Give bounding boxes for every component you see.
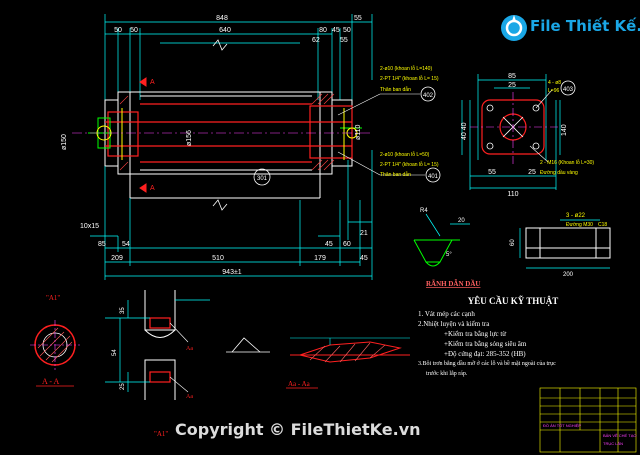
dim-60: 60	[343, 241, 351, 248]
flange-dim-25: 25	[508, 82, 516, 89]
req-line-2: 2.Nhiệt luyện và kiểm tra	[418, 320, 490, 328]
a1-aa-mark1: Aa	[186, 346, 193, 352]
req-line-7: trước khi lắp ráp.	[426, 371, 468, 377]
dim-45-c: 45	[360, 255, 368, 262]
dim-510: 510	[212, 255, 224, 262]
oil-groove-detail	[413, 213, 611, 269]
dim-50-left2: 50	[130, 27, 138, 34]
req-line-1: 1. Vát mép các cạnh	[418, 310, 475, 318]
detail-m30: Đường M30	[566, 222, 593, 228]
dim-80: 80	[319, 27, 327, 34]
flange-callout-L: L=96	[548, 88, 559, 94]
dim-21: 21	[360, 230, 368, 237]
title-block-row1: ĐỒ ÁN TỐT NGHIỆP	[543, 423, 581, 428]
balloon-401: 401	[428, 174, 439, 180]
title-block-row2: BẢN VẼ CHẾ TẠO	[603, 433, 637, 438]
flange-view	[461, 74, 561, 190]
dim-10x15: 10x15	[80, 223, 99, 230]
flange-dim-4040: 40 40	[461, 122, 468, 140]
a1-aa-mark2: Aa	[186, 394, 193, 400]
detail-3phi22: 3 - ø22	[566, 213, 586, 219]
svg-text:A: A	[150, 185, 155, 192]
svg-text:301: 301	[257, 176, 268, 182]
copyright-watermark: Copyright © FileThietKe.vn	[175, 420, 421, 439]
detail-60: 60	[510, 239, 516, 246]
section-aa-aa-label: Aa - Aa	[288, 380, 311, 388]
a1-dim-25: 25	[120, 383, 126, 390]
dim-54: 54	[122, 241, 130, 248]
req-line-3: +Kiểm tra bằng lực từ	[444, 330, 507, 338]
callout-2b: 2-PT 1/4" (khoan lỗ L= 15)	[380, 161, 439, 168]
flange-dim-85: 85	[508, 73, 516, 80]
callout-1b: 2-PT 1/4" (khoan lỗ L= 15)	[380, 75, 439, 82]
flange-dim-55: 55	[488, 169, 496, 176]
logo-text: File Thiết Kế.vn	[530, 17, 640, 35]
flange-callout-m16: 2 - M16 (Khoan lỗ L=30)	[540, 159, 594, 166]
dim-62: 62	[312, 37, 320, 44]
callout-2a: 2-ø10 (khoan lỗ L=50)	[380, 151, 430, 158]
balloon-403: 403	[563, 87, 574, 93]
main-shaft-view: 301 A A	[72, 14, 373, 280]
section-aa-label: A - A	[42, 377, 60, 386]
dim-50-right: 50	[343, 27, 351, 34]
callout-1a: 2-ø10 (khoan lỗ L=140)	[380, 65, 432, 72]
title-block	[539, 387, 637, 453]
flange-dim-110: 110	[507, 191, 518, 198]
dim-55-small: 55	[340, 37, 348, 44]
title-block-row3: TRỤC LĂN	[603, 441, 623, 446]
detail-a1	[105, 290, 210, 400]
dim-50-left: 50	[114, 27, 122, 34]
flange-dim-140: 140	[561, 124, 568, 136]
groove-angle: 5°	[446, 252, 452, 258]
groove-r4: R4	[420, 208, 428, 214]
groove-title: RÃNH DẪN DẦU	[426, 280, 480, 288]
detail-200: 200	[563, 272, 574, 278]
req-line-4: +Kiểm tra bằng sóng siêu âm	[444, 340, 527, 348]
section-aa-aa	[226, 337, 410, 389]
req-line-6: 3.Bôi trơn bằng dầu mỡ ở các lỗ và bề mặ…	[418, 361, 556, 367]
flange-callout-oil: Đường dầu vàng	[540, 170, 578, 176]
dim-209: 209	[111, 255, 123, 262]
svg-text:A: A	[150, 79, 155, 86]
req-line-5: +Độ cứng đạt: 285-352 (HB)	[444, 350, 526, 358]
flange-callout-4phi: 4 - ø8	[548, 80, 561, 86]
balloon-402: 402	[423, 93, 434, 99]
requirements-title: YÊU CẦU KỸ THUẬT	[467, 296, 559, 306]
dim-phi156: ø156	[186, 130, 193, 146]
detail-a1-label: "A1"	[154, 430, 168, 438]
a1-dim-54: 54	[112, 349, 118, 356]
dim-phi150: ø150	[61, 134, 68, 150]
technical-requirements: YÊU CẦU KỸ THUẬT 1. Vát mép các cạnh 2.N…	[418, 296, 618, 379]
a1-dim-35: 35	[120, 307, 126, 314]
dim-85: 85	[98, 241, 106, 248]
dim-640: 640	[219, 27, 231, 34]
flange-dim-25b: 25	[528, 169, 536, 176]
callout-2c: Thân ban dẫn	[380, 171, 411, 178]
dim-total: 943±1	[222, 269, 242, 276]
dim-right-top: 55	[354, 15, 362, 22]
dim-overall-top: 848	[216, 15, 228, 22]
dim-45-b: 45	[325, 241, 333, 248]
callout-1c: Thân ban dẫn	[380, 86, 411, 93]
dim-phi110: ø110	[355, 124, 362, 140]
groove-20: 20	[458, 218, 465, 224]
dim-179: 179	[314, 255, 326, 262]
dim-45: 45	[332, 27, 340, 34]
section-a1-label: "A1"	[46, 294, 60, 302]
section-a-a	[30, 320, 80, 387]
detail-c18: C18	[598, 222, 607, 228]
file-thiet-ke-logo	[501, 15, 527, 41]
